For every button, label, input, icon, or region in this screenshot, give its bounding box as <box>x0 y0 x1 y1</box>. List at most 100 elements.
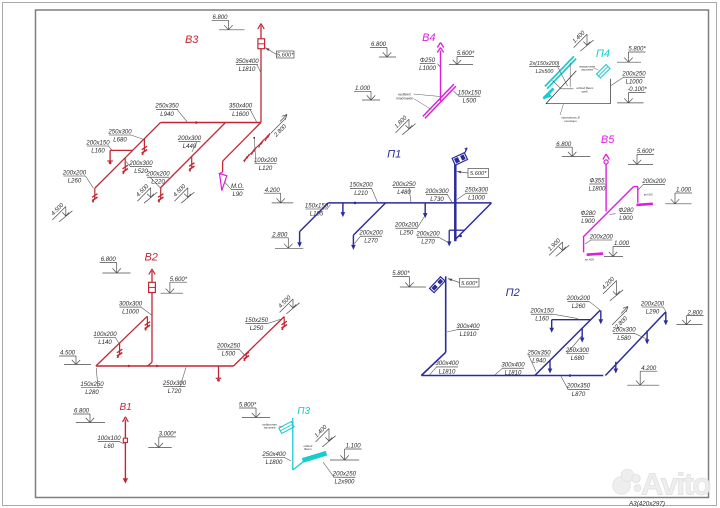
svg-text:L680: L680 <box>571 356 585 362</box>
svg-text:Ф355: Ф355 <box>590 178 606 184</box>
svg-text:6.800: 6.800 <box>212 15 228 21</box>
svg-text:L260: L260 <box>68 179 82 185</box>
svg-text:L90: L90 <box>232 192 243 198</box>
svg-text:6.800: 6.800 <box>101 257 117 263</box>
svg-text:поворотная: поворотная <box>579 65 596 69</box>
svg-text:100x200: 100x200 <box>93 332 117 338</box>
svg-text:L1810: L1810 <box>439 369 456 375</box>
svg-text:-0.100*: -0.100* <box>627 87 647 93</box>
svg-text:L250: L250 <box>250 326 264 332</box>
svg-text:1.100: 1.100 <box>346 444 362 450</box>
svg-text:200x200: 200x200 <box>640 301 665 307</box>
svg-text:L220: L220 <box>151 180 165 186</box>
svg-text:200x250: 200x250 <box>332 472 357 478</box>
svg-text:В3: В3 <box>185 34 199 46</box>
svg-text:150x150: 150x150 <box>458 91 482 97</box>
svg-text:300x300: 300x300 <box>119 301 143 307</box>
svg-text:В5: В5 <box>601 134 615 146</box>
svg-text:L120: L120 <box>259 166 273 172</box>
svg-text:350x400: 350x400 <box>229 104 253 110</box>
svg-text:150x150: 150x150 <box>305 203 329 209</box>
svg-text:L580: L580 <box>617 336 631 342</box>
svg-text:5.600*: 5.600* <box>470 171 487 177</box>
svg-text:заслонка: заслонка <box>580 68 593 72</box>
svg-text:6.800: 6.800 <box>556 142 572 148</box>
svg-text:М.О.: М.О. <box>231 184 244 190</box>
svg-text:200x200: 200x200 <box>394 223 419 229</box>
svg-text:L900: L900 <box>581 219 595 225</box>
svg-text:П4: П4 <box>596 48 610 60</box>
svg-text:L720: L720 <box>168 389 182 395</box>
svg-text:5.800*: 5.800* <box>628 47 646 53</box>
svg-text:250x300: 250x300 <box>107 129 132 135</box>
svg-text:1.000: 1.000 <box>355 86 371 92</box>
svg-text:200x200: 200x200 <box>641 179 666 185</box>
svg-text:200x150: 200x150 <box>529 309 554 315</box>
svg-text:L1000: L1000 <box>122 310 139 316</box>
svg-text:L2x500: L2x500 <box>536 69 554 75</box>
svg-text:300x400: 300x400 <box>456 324 480 330</box>
svg-text:1.000: 1.000 <box>614 241 630 247</box>
svg-text:L870: L870 <box>572 392 586 398</box>
svg-text:5.600*: 5.600* <box>637 149 655 155</box>
svg-text:200x300: 200x300 <box>177 136 202 142</box>
svg-text:200x300: 200x300 <box>611 328 636 334</box>
svg-text:6.800: 6.800 <box>74 409 90 415</box>
svg-text:L140: L140 <box>98 340 112 346</box>
svg-text:изоляции: изоляции <box>564 119 577 123</box>
svg-text:200x200: 200x200 <box>62 170 87 176</box>
svg-text:Ф280: Ф280 <box>581 211 597 217</box>
svg-text:1.000: 1.000 <box>676 188 692 194</box>
svg-text:L160: L160 <box>91 149 105 155</box>
svg-text:250x300: 250x300 <box>162 381 187 387</box>
svg-text:250x350: 250x350 <box>154 104 179 110</box>
svg-text:300x400: 300x400 <box>501 363 525 369</box>
svg-text:200x250: 200x250 <box>216 344 241 350</box>
svg-text:гибкий Вент: гибкий Вент <box>576 86 594 90</box>
svg-text:Вент: Вент <box>304 447 312 451</box>
svg-text:L1810: L1810 <box>505 371 522 377</box>
svg-text:гибкий: гибкий <box>303 444 312 448</box>
svg-text:5.800*: 5.800* <box>392 271 410 277</box>
svg-text:L520: L520 <box>134 169 148 175</box>
svg-text:выбросная: выбросная <box>262 423 277 427</box>
svg-text:L440: L440 <box>183 144 197 150</box>
svg-text:В4: В4 <box>422 32 435 44</box>
svg-text:L1000: L1000 <box>626 80 643 86</box>
svg-text:4.500: 4.500 <box>60 351 76 357</box>
svg-text:L270: L270 <box>364 239 378 245</box>
svg-text:4.200: 4.200 <box>265 188 281 194</box>
svg-text:L60: L60 <box>104 444 115 450</box>
svg-text:200x150: 200x150 <box>85 140 110 146</box>
svg-text:L1600: L1600 <box>232 112 249 118</box>
svg-text:L500: L500 <box>463 99 477 105</box>
svg-text:150x200: 150x200 <box>349 183 373 189</box>
svg-text:В2: В2 <box>144 252 157 264</box>
svg-text:200x200: 200x200 <box>566 296 591 302</box>
svg-text:L260: L260 <box>572 304 586 310</box>
svg-text:100x100: 100x100 <box>97 436 121 442</box>
svg-text:150x250: 150x250 <box>80 382 104 388</box>
svg-text:L940: L940 <box>532 359 546 365</box>
svg-text:2.800: 2.800 <box>271 233 288 239</box>
svg-text:100x200: 100x200 <box>254 158 278 164</box>
svg-text:А3(420х297): А3(420х297) <box>628 500 665 507</box>
svg-text:350x400: 350x400 <box>235 59 259 65</box>
svg-text:200x300: 200x300 <box>424 189 449 195</box>
svg-text:250x300: 250x300 <box>464 188 489 194</box>
svg-text:5.600*: 5.600* <box>461 281 478 287</box>
svg-text:П2: П2 <box>506 287 520 299</box>
svg-text:L1000: L1000 <box>468 196 485 202</box>
svg-text:L280: L280 <box>85 390 99 396</box>
svg-text:L900: L900 <box>619 216 633 222</box>
svg-text:150x250: 150x250 <box>245 318 269 324</box>
svg-text:пластинок: пластинок <box>396 97 413 101</box>
svg-text:250x300: 250x300 <box>565 348 590 354</box>
svg-text:L270: L270 <box>421 240 435 246</box>
svg-text:вк Н20: вк Н20 <box>644 193 653 197</box>
svg-text:L940: L940 <box>160 112 174 118</box>
svg-text:L1810: L1810 <box>239 67 256 73</box>
svg-text:В1: В1 <box>119 402 131 413</box>
svg-text:250x400: 250x400 <box>261 452 286 458</box>
svg-text:5.600*: 5.600* <box>457 51 475 57</box>
